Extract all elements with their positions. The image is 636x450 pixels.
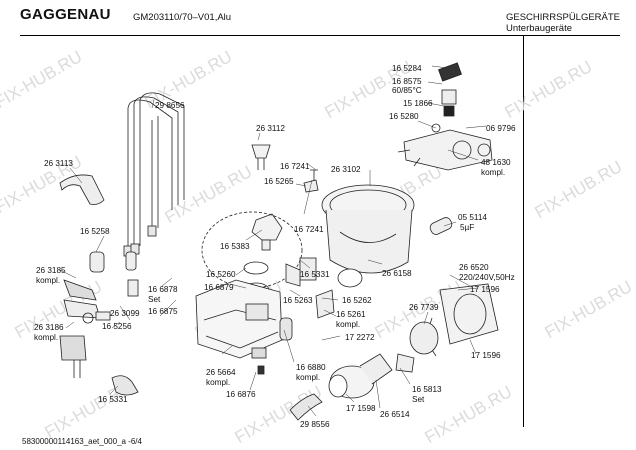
part-label: 26 3102 [331,165,361,174]
part-label: 16 5280 [389,112,419,121]
part-label: 16 6876 [226,390,256,399]
part-label: 16 5258 [80,227,110,236]
part-label: kompl. [481,168,506,177]
part-label: 17 2272 [345,333,375,342]
part-label: 26 3112 [256,124,285,133]
part-label: 05 5114 [458,213,487,222]
part-label: kompl. [36,276,61,285]
part-label: kompl. [206,378,231,387]
frame-right-line [523,35,524,427]
category-title: GESCHIRRSPÜLGERÄTE [506,12,621,23]
part-label: 16 7241 [280,162,310,171]
subcategory-title: Unterbaugeräte [506,23,573,34]
part-label: 26 3186 [34,323,64,332]
part-label: 26 6520 [459,263,489,272]
frame-top-line [20,35,620,36]
part-label: 16 7241 [294,225,324,234]
part-label: 16 6880 [296,363,326,372]
model-number: GM203110/70–V01,Alu [133,12,232,23]
part-label: 16 6879 [204,283,234,292]
part-label: kompl. [34,333,59,342]
document-footer: 58300000114163_aet_000_a -6/4 [22,437,142,446]
part-label: 26 6158 [382,269,412,278]
part-label: 16 5331 [300,270,330,279]
heating-element-drawing [123,92,185,257]
cover-drawing [59,174,105,205]
part-label: 220/240V,50Hz [459,273,515,282]
part-label: 17 1596 [470,285,500,294]
part-label: 16 5331 [98,395,128,404]
part-label: 16 6878 [148,285,178,294]
part-label: 06 9796 [486,124,516,133]
part-label: 16 5260 [206,270,236,279]
part-label: 16 8575 [392,77,422,86]
part-label: 16 5262 [342,296,372,305]
part-label: Set [148,295,161,304]
part-label: 26 5664 [206,368,236,377]
part-label: 16 5813 [412,385,442,394]
part-label: 5µF [460,223,475,232]
part-label: 26 3099 [110,309,140,318]
part-label: 16 6875 [148,307,178,316]
part-label: 16 5263 [283,296,313,305]
part-label: 16 5265 [264,177,294,186]
part-label: 16 5256 [102,322,132,331]
part-label: 15 1866 [403,99,433,108]
part-label: kompl. [336,320,361,329]
part-label: 26 6514 [380,410,410,419]
part-label: 29 8556 [300,420,330,429]
part-label: 16 5284 [392,64,422,73]
part-label: 17 1596 [471,351,501,360]
part-label: 26 3185 [36,266,66,275]
part-label: 29 8656 [155,101,185,110]
part-label: 48 1630 [481,158,511,167]
part-label: 60/85°C [392,86,422,95]
part-label: 26 7739 [409,303,439,312]
part-label: 16 5383 [220,242,250,251]
brand-logo: GAGGENAU [20,6,111,23]
part-label: 16 5261 [336,310,366,319]
part-label: Set [412,395,425,404]
part-label: 17 1598 [346,404,376,413]
part-label: kompl. [296,373,321,382]
part-label: 26 3113 [44,159,73,168]
